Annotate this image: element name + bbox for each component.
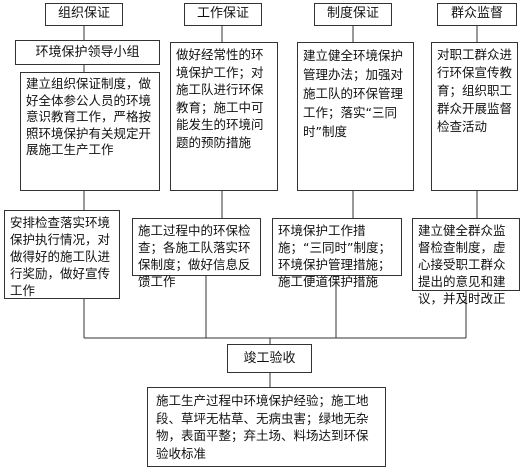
leader-group-box: 环境保护领导小组	[15, 40, 160, 65]
header-mass: 群众监督	[437, 3, 517, 26]
header-work: 工作保证	[184, 3, 262, 26]
system-action-box: 环境保护工作措施；“三同时”制度；环境保护管理措施；施工便道保护措施	[272, 218, 402, 289]
mass-detail-box: 对职工群众进行环保宣传教育；组织职工群众开展监督检查活动	[431, 42, 518, 191]
work-action-box: 施工过程中的环保检查；各施工队落实环保制度；做好信息反馈工作	[132, 218, 261, 289]
org-detail-box: 建立组织保证制度，做好全体参公人员的环境意识教育工作，严格按照环境保护有关规定开…	[20, 72, 160, 191]
system-detail-box: 建立健全环境保护管理办法；加强对施工队的环保管理工作；落实“三同时”制度	[297, 42, 414, 191]
work-detail-box: 做好经常性的环境保护工作；对施工队进行环保教育；施工中可能发生的环境问题的预防措…	[170, 42, 278, 191]
org-action-box: 安排检查落实环境保护执行情况，对做得好的施工队进行奖励，做好宣传工作	[4, 210, 120, 299]
header-organization: 组织保证	[45, 3, 123, 26]
final-box: 施工生产过程中环境保护经验；施工地段、草坪无枯草、无病虫害；绿地无杂物，表面平整…	[147, 387, 386, 467]
mass-action-box: 建立健全群众监督检查制度，虚心接受职工群众提出的意见和建议，并及时改正	[412, 218, 520, 306]
completion-box: 竣工验收	[227, 344, 312, 373]
header-system: 制度保证	[314, 3, 392, 26]
